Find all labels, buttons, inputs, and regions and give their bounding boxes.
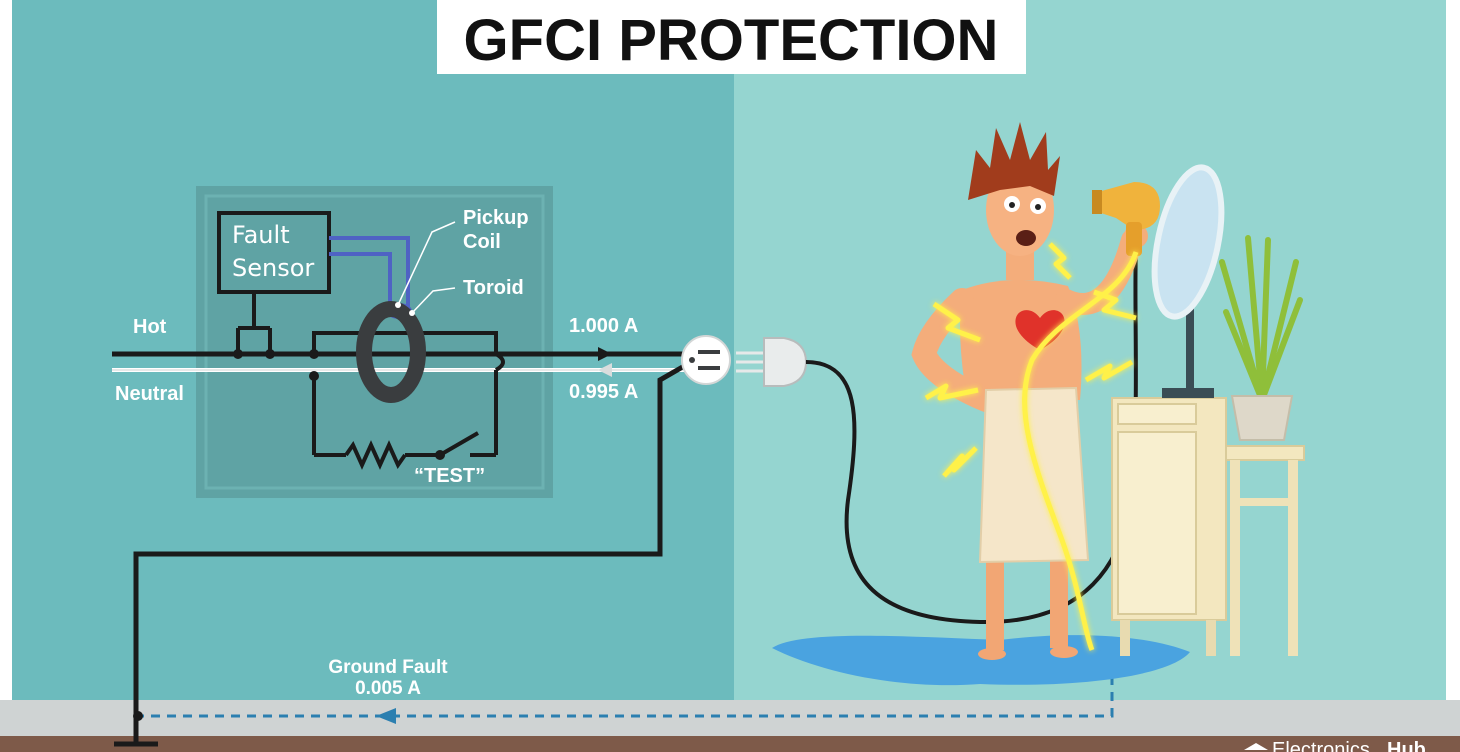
lightning-icon — [924, 242, 1139, 651]
brand-prefix: Electronics — [1272, 739, 1370, 752]
mirror-icon — [1151, 164, 1225, 398]
toroid-label: Toroid — [463, 277, 524, 299]
hot-current-label: 1.000 A — [569, 315, 638, 337]
hot-label: Hot — [133, 316, 167, 338]
cabinet-icon — [1111, 397, 1305, 656]
fault-sensor-label-2: Sensor — [232, 254, 314, 282]
floor-strip — [0, 700, 1460, 736]
test-label: “TEST” — [414, 465, 485, 487]
plant-icon — [1219, 235, 1303, 441]
hot-wire — [112, 347, 690, 361]
hot-arrow-icon — [598, 347, 612, 361]
ground-fault-label-1: Ground Fault — [328, 657, 448, 678]
neutral-current-label: 0.995 A — [569, 381, 638, 403]
appliance-cord — [805, 249, 1138, 625]
brand-suffix: Hub — [1387, 739, 1426, 752]
contact-dot — [265, 349, 275, 359]
brand-logo-icon — [1244, 743, 1268, 750]
outlet-icon — [681, 335, 731, 385]
leader-dot — [409, 310, 415, 316]
brand-watermark: Electronics Hub — [1244, 739, 1426, 752]
junction-dot — [435, 450, 445, 460]
heart-icon — [1015, 310, 1065, 350]
hair-dryer-icon — [1092, 182, 1160, 256]
right-wall — [734, 0, 1446, 700]
neutral-arrow-icon — [598, 363, 612, 377]
fault-sensor-label-1: Fault — [232, 221, 290, 249]
junction-dot — [133, 711, 143, 721]
water-puddle-icon — [772, 635, 1190, 686]
junction-dot — [309, 349, 319, 359]
pickup-coil-label-2: Coil — [463, 231, 501, 253]
wire-loop — [312, 331, 505, 470]
ground-wire — [133, 362, 688, 744]
gfci-box-inner — [204, 194, 545, 490]
test-switch-icon — [438, 431, 480, 457]
ground-earth — [0, 736, 1460, 752]
title-plate — [437, 0, 1026, 74]
contact-dot — [233, 349, 243, 359]
junction-dot — [309, 371, 319, 381]
neutral-wire — [112, 363, 690, 377]
resistor-icon — [344, 440, 407, 470]
neutral-label: Neutral — [115, 383, 184, 405]
callout-leaders — [397, 221, 456, 314]
plug-icon — [736, 337, 808, 387]
ground-fault-label-2: 0.005 A — [355, 678, 421, 699]
toroid-icon — [356, 301, 426, 403]
pickup-coil-label-1: Pickup — [463, 207, 529, 229]
page-title: GFCI PROTECTION — [464, 8, 999, 73]
leader-dot — [395, 302, 401, 308]
pickup-coil-wires — [329, 236, 410, 310]
ground-fault-arrow-icon — [376, 708, 396, 724]
